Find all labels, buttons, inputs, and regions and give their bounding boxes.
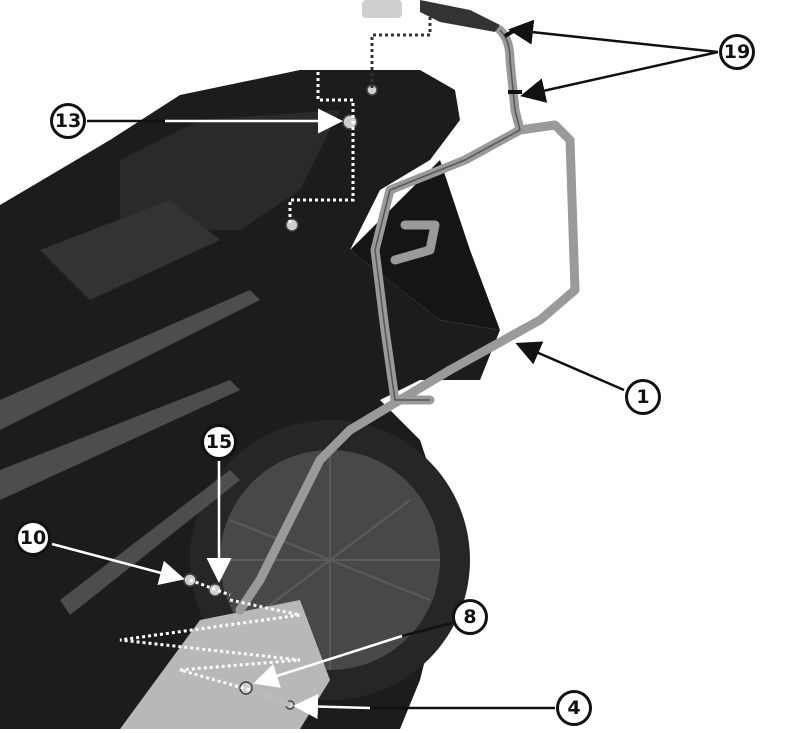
top-bracket: [362, 0, 402, 18]
callout-19: 19: [719, 34, 755, 70]
callout-8: 8: [452, 599, 488, 635]
callout-15: 15: [201, 424, 237, 460]
callout-13: 13: [50, 103, 86, 139]
callout-10: 10: [15, 520, 51, 556]
callout-1: 1: [625, 379, 661, 415]
callout-4: 4: [556, 690, 592, 726]
